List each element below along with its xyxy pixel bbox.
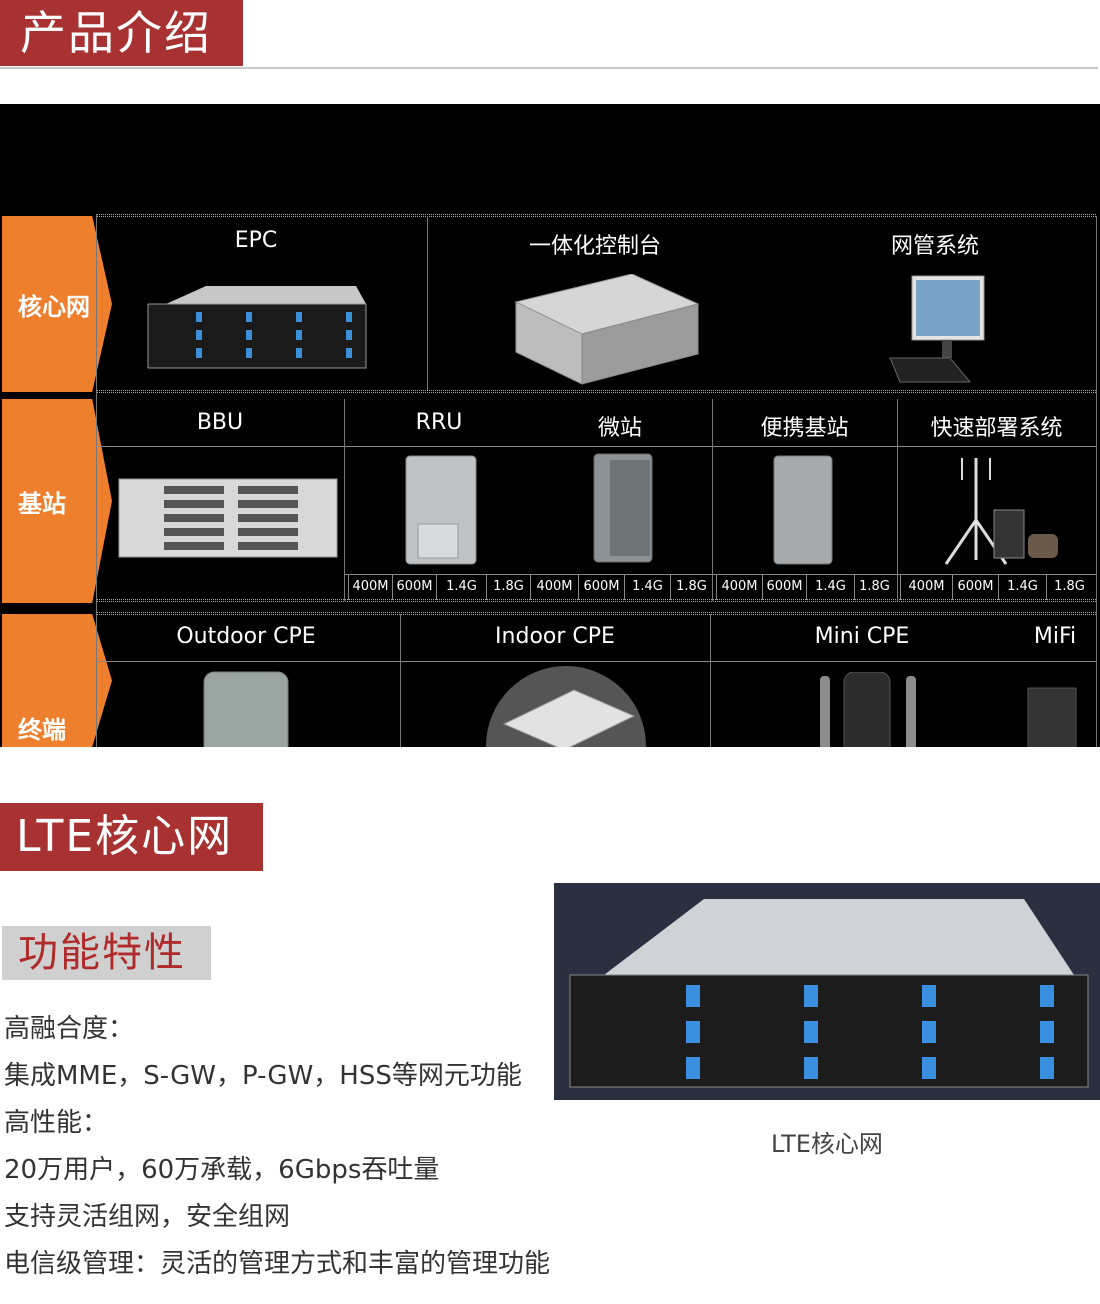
bbu-device-image xyxy=(118,478,338,558)
spec-band: 600M xyxy=(392,574,436,600)
product-label-indoor-cpe: Indoor CPE xyxy=(495,624,615,649)
product-label-portable-bs: 便携基站 xyxy=(760,416,849,441)
outdoor-cpe-image xyxy=(203,671,289,747)
divider xyxy=(344,399,345,601)
divider xyxy=(400,614,401,747)
divider xyxy=(96,599,1096,602)
product-overview-image: 核心网 基站 终端 EPC 一体化控制台 网管系统 B xyxy=(0,104,1100,747)
micro-station-image xyxy=(593,453,653,563)
section-title-product-intro: 产品介绍 xyxy=(0,0,243,66)
rapid-deploy-system-image xyxy=(944,458,1058,565)
divider xyxy=(96,612,1096,615)
rru-device-image xyxy=(405,455,477,565)
spec-band: 1.4G xyxy=(624,574,670,600)
divider xyxy=(897,399,898,601)
console-device-image xyxy=(514,274,700,385)
category-terminal: 终端 xyxy=(2,614,112,747)
divider xyxy=(344,574,1096,575)
product-label-outdoor-cpe: Outdoor CPE xyxy=(176,624,316,649)
mifi-image xyxy=(1027,687,1077,747)
spec-band: 400M xyxy=(530,574,578,600)
product-label-mini-cpe: Mini CPE xyxy=(814,624,910,649)
divider xyxy=(1096,216,1097,747)
lte-core-server-photo xyxy=(554,883,1100,1100)
indoor-cpe-image xyxy=(486,666,646,747)
spec-band: 400M xyxy=(348,574,392,600)
spec-band: 400M xyxy=(900,574,952,600)
epc-server-image xyxy=(147,286,367,369)
feature-line: 20万用户，60万承载，6Gbps吞吐量 xyxy=(4,1155,440,1185)
divider xyxy=(96,661,1096,662)
features-subtitle: 功能特性 xyxy=(2,926,211,980)
feature-line: 电信级管理：灵活的管理方式和丰富的管理功能 xyxy=(4,1249,551,1279)
product-label-nms: 网管系统 xyxy=(890,234,979,259)
product-label-rapid-deploy: 快速部署系统 xyxy=(930,416,1063,441)
spec-band: 1.4G xyxy=(436,574,486,600)
product-label-mifi: MiFi xyxy=(1033,624,1077,649)
divider xyxy=(96,390,1096,393)
spec-band: 1.4G xyxy=(998,574,1046,600)
product-label-rru: RRU xyxy=(415,410,463,435)
spec-band: 1.4G xyxy=(806,574,854,600)
category-core-network: 核心网 xyxy=(2,216,112,392)
divider xyxy=(96,214,1096,217)
portable-bs-image xyxy=(773,455,833,565)
product-label-console: 一体化控制台 xyxy=(528,234,661,259)
divider xyxy=(427,216,428,390)
spec-band: 600M xyxy=(578,574,624,600)
divider xyxy=(710,614,711,747)
spec-band: 1.8G xyxy=(486,574,530,600)
spec-band: 1.8G xyxy=(670,574,712,600)
spec-band: 1.8G xyxy=(1046,574,1092,600)
feature-line: 高融合度： xyxy=(4,1014,135,1044)
divider xyxy=(96,446,1096,447)
nms-computer-image xyxy=(889,275,985,383)
divider xyxy=(712,399,713,601)
spec-band: 400M xyxy=(716,574,762,600)
product-label-bbu: BBU xyxy=(196,410,244,435)
divider xyxy=(96,214,97,747)
spec-band: 600M xyxy=(762,574,806,600)
feature-line: 集成MME，S-GW，P-GW，HSS等网元功能 xyxy=(4,1061,522,1091)
divider xyxy=(0,67,1098,69)
feature-line: 支持灵活组网，安全组网 xyxy=(4,1202,291,1232)
section-title-lte-core: LTE核心网 xyxy=(0,803,263,871)
feature-line: 高性能： xyxy=(4,1108,109,1138)
mini-cpe-image xyxy=(820,672,916,747)
spec-band: 600M xyxy=(952,574,998,600)
category-base-station: 基站 xyxy=(2,399,112,603)
product-label-micro-station: 微站 xyxy=(597,416,642,441)
product-label-epc: EPC xyxy=(234,228,278,253)
photo-caption: LTE核心网 xyxy=(771,1130,883,1158)
spec-band: 1.8G xyxy=(854,574,894,600)
